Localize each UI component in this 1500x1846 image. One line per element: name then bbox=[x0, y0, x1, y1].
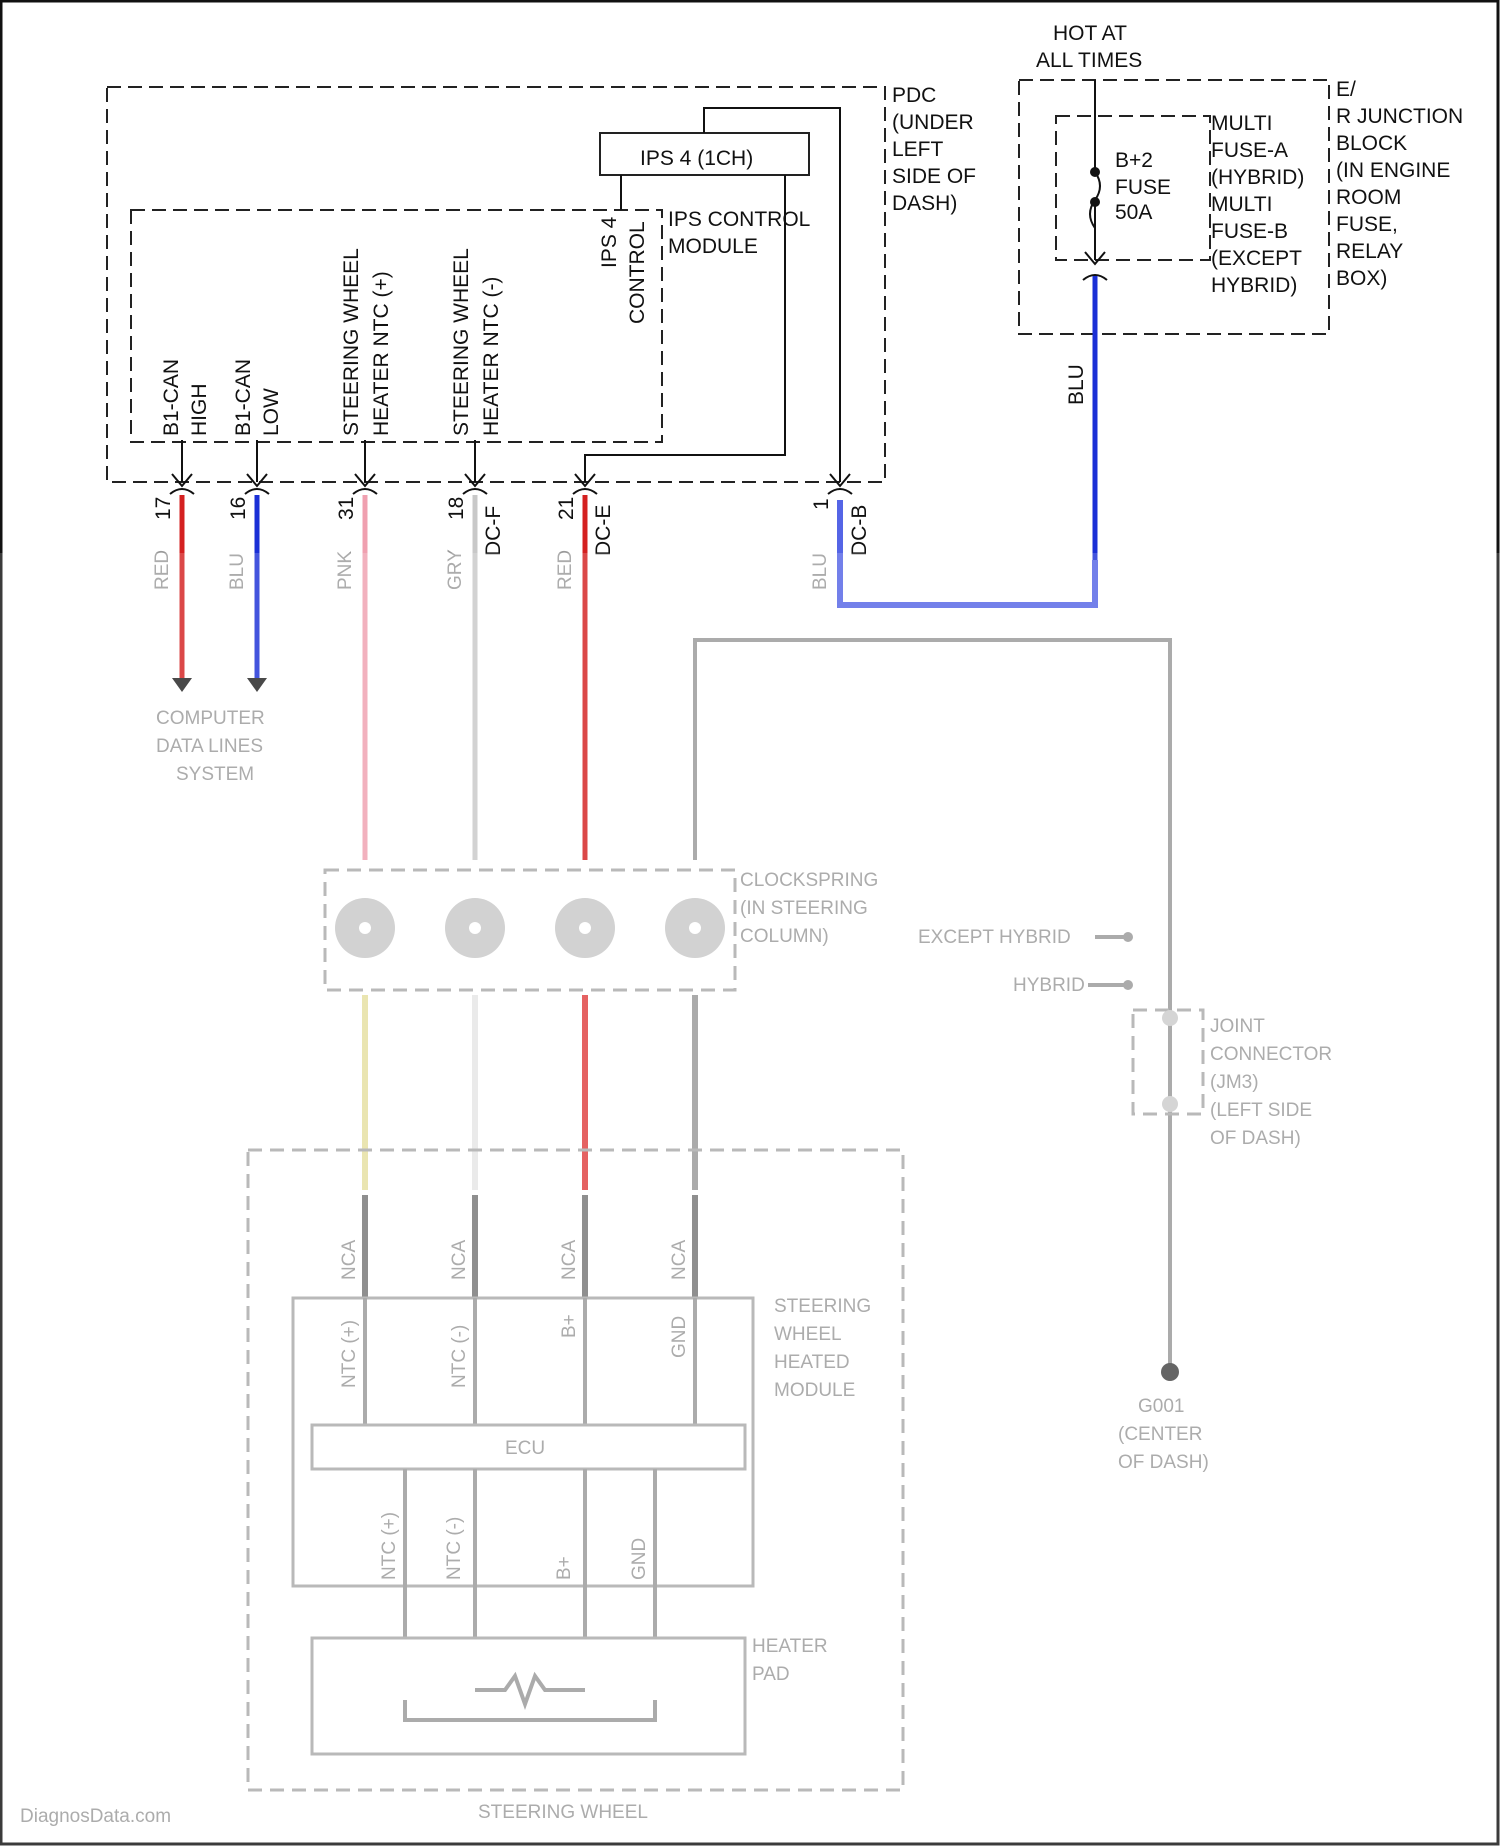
connector-ids: DC-F DC-E DC-B bbox=[482, 505, 871, 556]
svg-text:STEERING WHEEL: STEERING WHEEL bbox=[340, 248, 363, 436]
can-high-arrow bbox=[172, 678, 192, 692]
svg-text:HIGH: HIGH bbox=[188, 384, 211, 437]
svg-text:1: 1 bbox=[810, 498, 833, 510]
fuse-label: B+2 FUSE 50A bbox=[1115, 149, 1177, 224]
fuse-symbol bbox=[1083, 80, 1107, 280]
svg-text:B+: B+ bbox=[559, 1314, 580, 1338]
svg-text:RED: RED bbox=[555, 550, 576, 590]
heater-pad-label: HEATER PAD bbox=[752, 1636, 833, 1685]
svg-text:DC-E: DC-E bbox=[592, 505, 615, 556]
svg-text:16: 16 bbox=[227, 497, 250, 520]
ips4-label: IPS 4 (1CH) bbox=[640, 147, 753, 170]
pin-stubs bbox=[182, 440, 475, 482]
svg-text:21: 21 bbox=[555, 497, 578, 520]
svg-text:HEATER NTC (-): HEATER NTC (-) bbox=[480, 277, 503, 436]
ground-point bbox=[1161, 1363, 1179, 1381]
svg-text:CONTROL: CONTROL bbox=[626, 221, 649, 324]
svg-text:STEERING WHEEL: STEERING WHEEL bbox=[450, 248, 473, 436]
watermark: DiagnosData.com bbox=[20, 1806, 171, 1827]
svg-text:NCA: NCA bbox=[559, 1240, 580, 1280]
blu-splice-wire bbox=[840, 500, 1095, 605]
svg-text:GND: GND bbox=[629, 1538, 650, 1580]
ecu-label: ECU bbox=[505, 1438, 545, 1459]
computer-data-lines-label: COMPUTER DATA LINES SYSTEM bbox=[156, 708, 270, 785]
svg-text:17: 17 bbox=[152, 497, 175, 520]
svg-text:NTC (+): NTC (+) bbox=[379, 1512, 400, 1580]
svg-text:B1-CAN: B1-CAN bbox=[232, 359, 255, 436]
fuse-wire-color: BLU bbox=[1065, 364, 1088, 405]
joint-connector-label: JOINT CONNECTOR (JM3) (LEFT SIDE OF DASH… bbox=[1210, 1016, 1337, 1149]
svg-text:NTC (-): NTC (-) bbox=[449, 1325, 470, 1388]
can-low-arrow bbox=[247, 678, 267, 692]
hybrid-label: HYBRID bbox=[1013, 975, 1085, 996]
svg-text:GND: GND bbox=[669, 1316, 690, 1358]
hot-at-all-times-label: HOT AT ALL TIMES bbox=[1036, 22, 1142, 72]
svg-text:NCA: NCA bbox=[339, 1240, 360, 1280]
svg-text:GRY: GRY bbox=[445, 549, 466, 590]
svg-text:LOW: LOW bbox=[260, 388, 283, 436]
clockspring-coils bbox=[335, 898, 725, 958]
heated-module-label: STEERING WHEEL HEATED MODULE bbox=[774, 1296, 876, 1401]
pin-name-b1-can-high: B1-CAN HIGH bbox=[160, 359, 211, 436]
svg-text:NCA: NCA bbox=[669, 1240, 690, 1280]
clockspring-label: CLOCKSPRING (IN STEERING COLUMN) bbox=[740, 870, 884, 947]
svg-text:NTC (+): NTC (+) bbox=[339, 1320, 360, 1388]
pdc-label: PDC (UNDER LEFT SIDE OF DASH) bbox=[892, 84, 982, 215]
svg-text:31: 31 bbox=[335, 497, 358, 520]
svg-text:BLU: BLU bbox=[227, 553, 248, 590]
svg-text:DC-B: DC-B bbox=[848, 505, 871, 556]
junction-block-label: E/ R JUNCTION BLOCK (IN ENGINE ROOM FUSE… bbox=[1336, 78, 1469, 290]
ips4-control-label: IPS 4 CONTROL bbox=[598, 216, 649, 324]
nca-labels: NCA NCA NCA NCA bbox=[339, 1240, 690, 1280]
svg-text:B+: B+ bbox=[554, 1556, 575, 1580]
pin-name-b1-can-low: B1-CAN LOW bbox=[232, 359, 283, 436]
svg-text:DC-F: DC-F bbox=[482, 506, 505, 556]
ips-control-module-label: IPS CONTROL MODULE bbox=[668, 208, 815, 258]
multi-fuse-label: MULTI FUSE-A (HYBRID) MULTI FUSE-B (EXCE… bbox=[1211, 112, 1310, 297]
svg-text:HEATER NTC (+): HEATER NTC (+) bbox=[370, 271, 393, 436]
svg-text:PNK: PNK bbox=[335, 551, 356, 590]
svg-text:NCA: NCA bbox=[449, 1240, 470, 1280]
pdc-connector-chevrons bbox=[170, 474, 852, 494]
steering-wheel-label: STEERING WHEEL bbox=[478, 1802, 648, 1823]
svg-text:IPS 4: IPS 4 bbox=[598, 216, 621, 268]
svg-text:B1-CAN: B1-CAN bbox=[160, 359, 183, 436]
svg-text:NTC (-): NTC (-) bbox=[444, 1517, 465, 1580]
pin-name-heater-ntc-plus: STEERING WHEEL HEATER NTC (+) bbox=[340, 248, 393, 436]
pin-name-heater-ntc-minus: STEERING WHEEL HEATER NTC (-) bbox=[450, 248, 503, 436]
svg-text:BLU: BLU bbox=[810, 553, 831, 590]
svg-text:RED: RED bbox=[152, 550, 173, 590]
svg-text:18: 18 bbox=[445, 497, 468, 520]
ground-wire bbox=[695, 640, 1170, 1370]
ground-label: G001 (CENTER OF DASH) bbox=[1118, 1396, 1209, 1473]
except-hybrid-label: EXCEPT HYBRID bbox=[918, 927, 1071, 948]
